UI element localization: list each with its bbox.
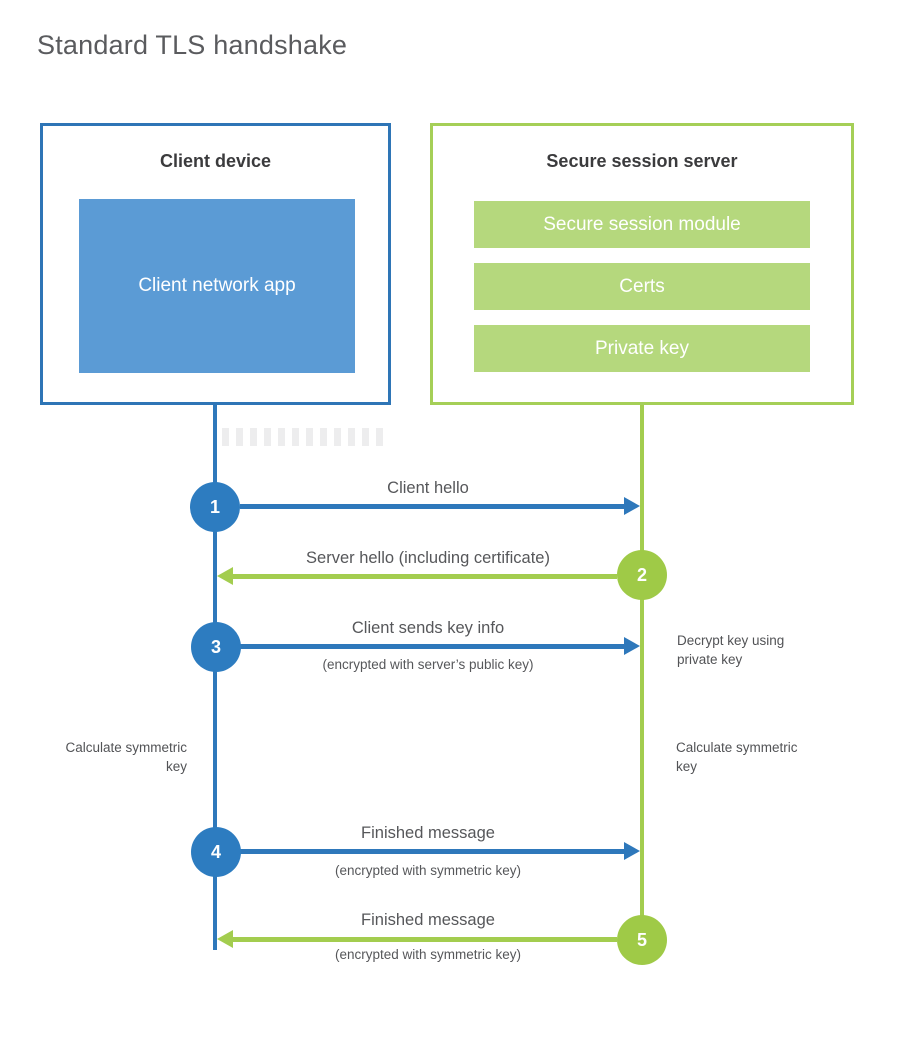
private-key-bar: Private key bbox=[474, 325, 810, 372]
sublabel-finished-client: (encrypted with symmetric key) bbox=[334, 863, 522, 878]
sublabel-client-key-info: (encrypted with server’s public key) bbox=[322, 657, 534, 672]
server-lifeline bbox=[640, 405, 644, 963]
secure-session-server-title: Secure session server bbox=[546, 151, 738, 171]
label-server-hello: Server hello (including certificate) bbox=[306, 549, 550, 567]
label-client-key-info: Client sends key info bbox=[351, 619, 505, 637]
label-finished-client: Finished message bbox=[361, 824, 495, 842]
page-title: Standard TLS handshake bbox=[37, 30, 348, 60]
step-circle-3: 3 bbox=[191, 622, 241, 672]
step-circle-5: 5 bbox=[617, 915, 667, 965]
secure-session-module-bar: Secure session module bbox=[474, 201, 810, 248]
arrowhead-right-icon bbox=[624, 637, 640, 655]
arrow-finished-server bbox=[217, 930, 617, 948]
faint-dashes-artifact bbox=[222, 428, 390, 446]
arrow-client-hello bbox=[240, 497, 640, 515]
note-calc-symmetric-key-client: Calculate symmetric key bbox=[65, 740, 187, 774]
arrow-server-hello bbox=[217, 567, 617, 585]
step-circle-4: 4 bbox=[191, 827, 241, 877]
client-device-box: Client device Client network app bbox=[40, 123, 391, 405]
certs-bar: Certs bbox=[474, 263, 810, 310]
arrowhead-right-icon bbox=[624, 497, 640, 515]
arrowhead-left-icon bbox=[217, 930, 233, 948]
arrowhead-right-icon bbox=[624, 842, 640, 860]
arrow-finished-client bbox=[240, 842, 640, 860]
client-network-app-box: Client network app bbox=[79, 199, 355, 373]
client-device-title: Client device bbox=[159, 151, 272, 171]
client-network-app-label: Client network app bbox=[138, 275, 296, 296]
note-calc-symmetric-key-server: Calculate symmetric key bbox=[676, 740, 798, 774]
secure-session-server-box: Secure session server Secure session mod… bbox=[430, 123, 854, 405]
step-circle-2: 2 bbox=[617, 550, 667, 600]
arrow-client-key-info bbox=[240, 637, 640, 655]
note-decrypt-key: Decrypt key using private key bbox=[677, 633, 785, 667]
sublabel-finished-server: (encrypted with symmetric key) bbox=[334, 947, 522, 962]
arrowhead-left-icon bbox=[217, 567, 233, 585]
client-lifeline bbox=[213, 405, 217, 950]
label-client-hello: Client hello bbox=[387, 479, 469, 497]
label-finished-server: Finished message bbox=[361, 911, 495, 929]
step-circle-1: 1 bbox=[190, 482, 240, 532]
